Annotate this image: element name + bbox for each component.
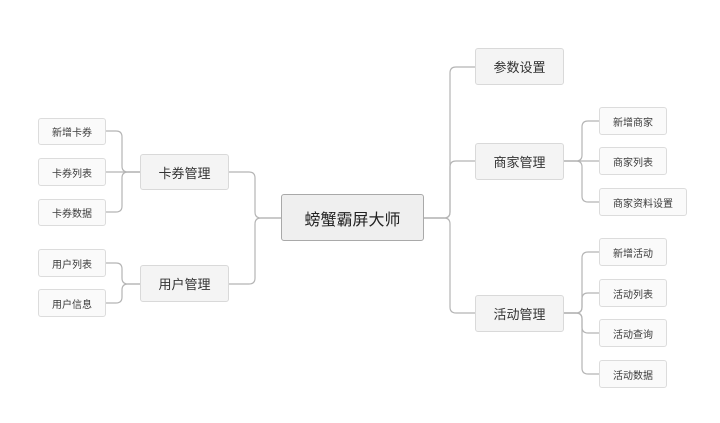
connector-merchant-new bbox=[564, 120, 599, 162]
connector-activity-list bbox=[564, 292, 599, 314]
leaf-label: 用户信息 bbox=[52, 299, 92, 311]
leaf-activity-list[interactable]: 活动列表 bbox=[599, 279, 667, 307]
branch-label: 用户管理 bbox=[158, 278, 211, 293]
connector-activity-data bbox=[564, 312, 599, 375]
leaf-card-list[interactable]: 卡券列表 bbox=[38, 158, 106, 186]
connector-root-activity bbox=[424, 217, 475, 314]
leaf-new-card[interactable]: 新增卡券 bbox=[38, 118, 106, 145]
connector-root-card bbox=[229, 171, 281, 219]
leaf-user-list[interactable]: 用户列表 bbox=[38, 249, 106, 277]
branch-label: 参数设置 bbox=[493, 61, 546, 76]
leaf-merchant-profile-settings[interactable]: 商家资料设置 bbox=[599, 188, 687, 216]
leaf-new-activity[interactable]: 新增活动 bbox=[599, 238, 667, 266]
branch-label: 商家管理 bbox=[493, 156, 546, 171]
leaf-merchant-list[interactable]: 商家列表 bbox=[599, 147, 667, 175]
leaf-card-data[interactable]: 卡券数据 bbox=[38, 199, 106, 226]
leaf-label: 活动查询 bbox=[613, 329, 653, 341]
leaf-label: 新增商家 bbox=[613, 117, 653, 129]
leaf-label: 用户列表 bbox=[52, 259, 92, 271]
leaf-activity-data[interactable]: 活动数据 bbox=[599, 360, 667, 388]
leaf-activity-query[interactable]: 活动查询 bbox=[599, 319, 667, 347]
leaf-label: 商家资料设置 bbox=[613, 198, 673, 210]
branch-card-management[interactable]: 卡券管理 bbox=[140, 154, 229, 190]
leaf-new-merchant[interactable]: 新增商家 bbox=[599, 107, 667, 135]
branch-activity-management[interactable]: 活动管理 bbox=[475, 295, 564, 332]
leaf-label: 活动列表 bbox=[613, 289, 653, 301]
connector-user-list bbox=[106, 262, 140, 285]
root-label: 螃蟹霸屏大师 bbox=[304, 209, 401, 229]
branch-user-management[interactable]: 用户管理 bbox=[140, 265, 229, 302]
connector-merchant-profile bbox=[564, 160, 599, 203]
branch-label: 卡券管理 bbox=[158, 166, 211, 182]
connector-card-new bbox=[106, 130, 140, 173]
leaf-label: 卡券数据 bbox=[52, 209, 92, 220]
leaf-label: 新增活动 bbox=[613, 248, 653, 260]
connector-user-info bbox=[106, 283, 140, 304]
root-node[interactable]: 螃蟹霸屏大师 bbox=[281, 194, 424, 241]
branch-merchant-management[interactable]: 商家管理 bbox=[475, 143, 564, 180]
leaf-label: 商家列表 bbox=[613, 157, 653, 169]
connector-root-merchant bbox=[424, 160, 475, 219]
branch-label: 活动管理 bbox=[493, 308, 546, 323]
leaf-label: 卡券列表 bbox=[52, 168, 92, 180]
leaf-user-info[interactable]: 用户信息 bbox=[38, 289, 106, 317]
branch-parameter-settings[interactable]: 参数设置 bbox=[475, 48, 564, 85]
leaf-label: 新增卡券 bbox=[52, 128, 92, 139]
connector-root-user bbox=[229, 217, 281, 285]
connector-card-data bbox=[106, 171, 140, 213]
leaf-label: 活动数据 bbox=[613, 370, 653, 382]
